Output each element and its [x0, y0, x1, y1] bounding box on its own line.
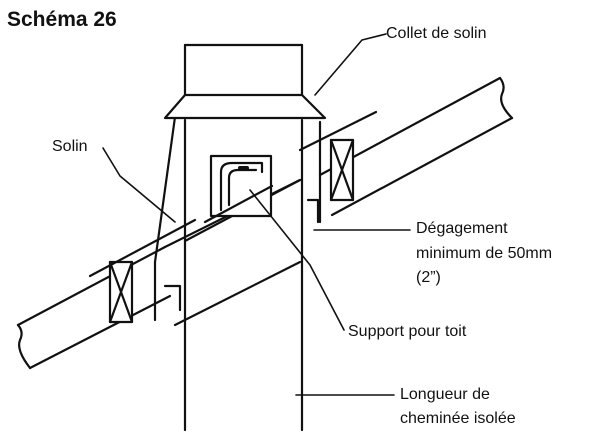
label-solin: Solin [52, 138, 88, 155]
label-longueur-line-1: Longueur de [400, 386, 490, 403]
label-longueur-line-2: cheminée isolée [400, 410, 516, 427]
chimney-pipe [183, 43, 304, 432]
storm-collar [163, 93, 327, 120]
roof-support-bracket [203, 154, 274, 224]
rafter-right [329, 138, 355, 202]
clearance-spacer [163, 198, 320, 312]
label-collet-de-solin: Collet de solin [386, 25, 487, 42]
label-support-pour-toit: Support pour toit [348, 323, 467, 340]
diagram-title: Schéma 26 [7, 8, 117, 31]
label-degagement-line-3: (2”) [416, 269, 441, 286]
leader-lines [102, 33, 411, 396]
label-degagement-line-1: Dégagement [416, 220, 508, 237]
label-degagement-line-2: minimum de 50mm [416, 245, 553, 262]
rafter-left [108, 260, 134, 324]
flashing [88, 110, 378, 322]
